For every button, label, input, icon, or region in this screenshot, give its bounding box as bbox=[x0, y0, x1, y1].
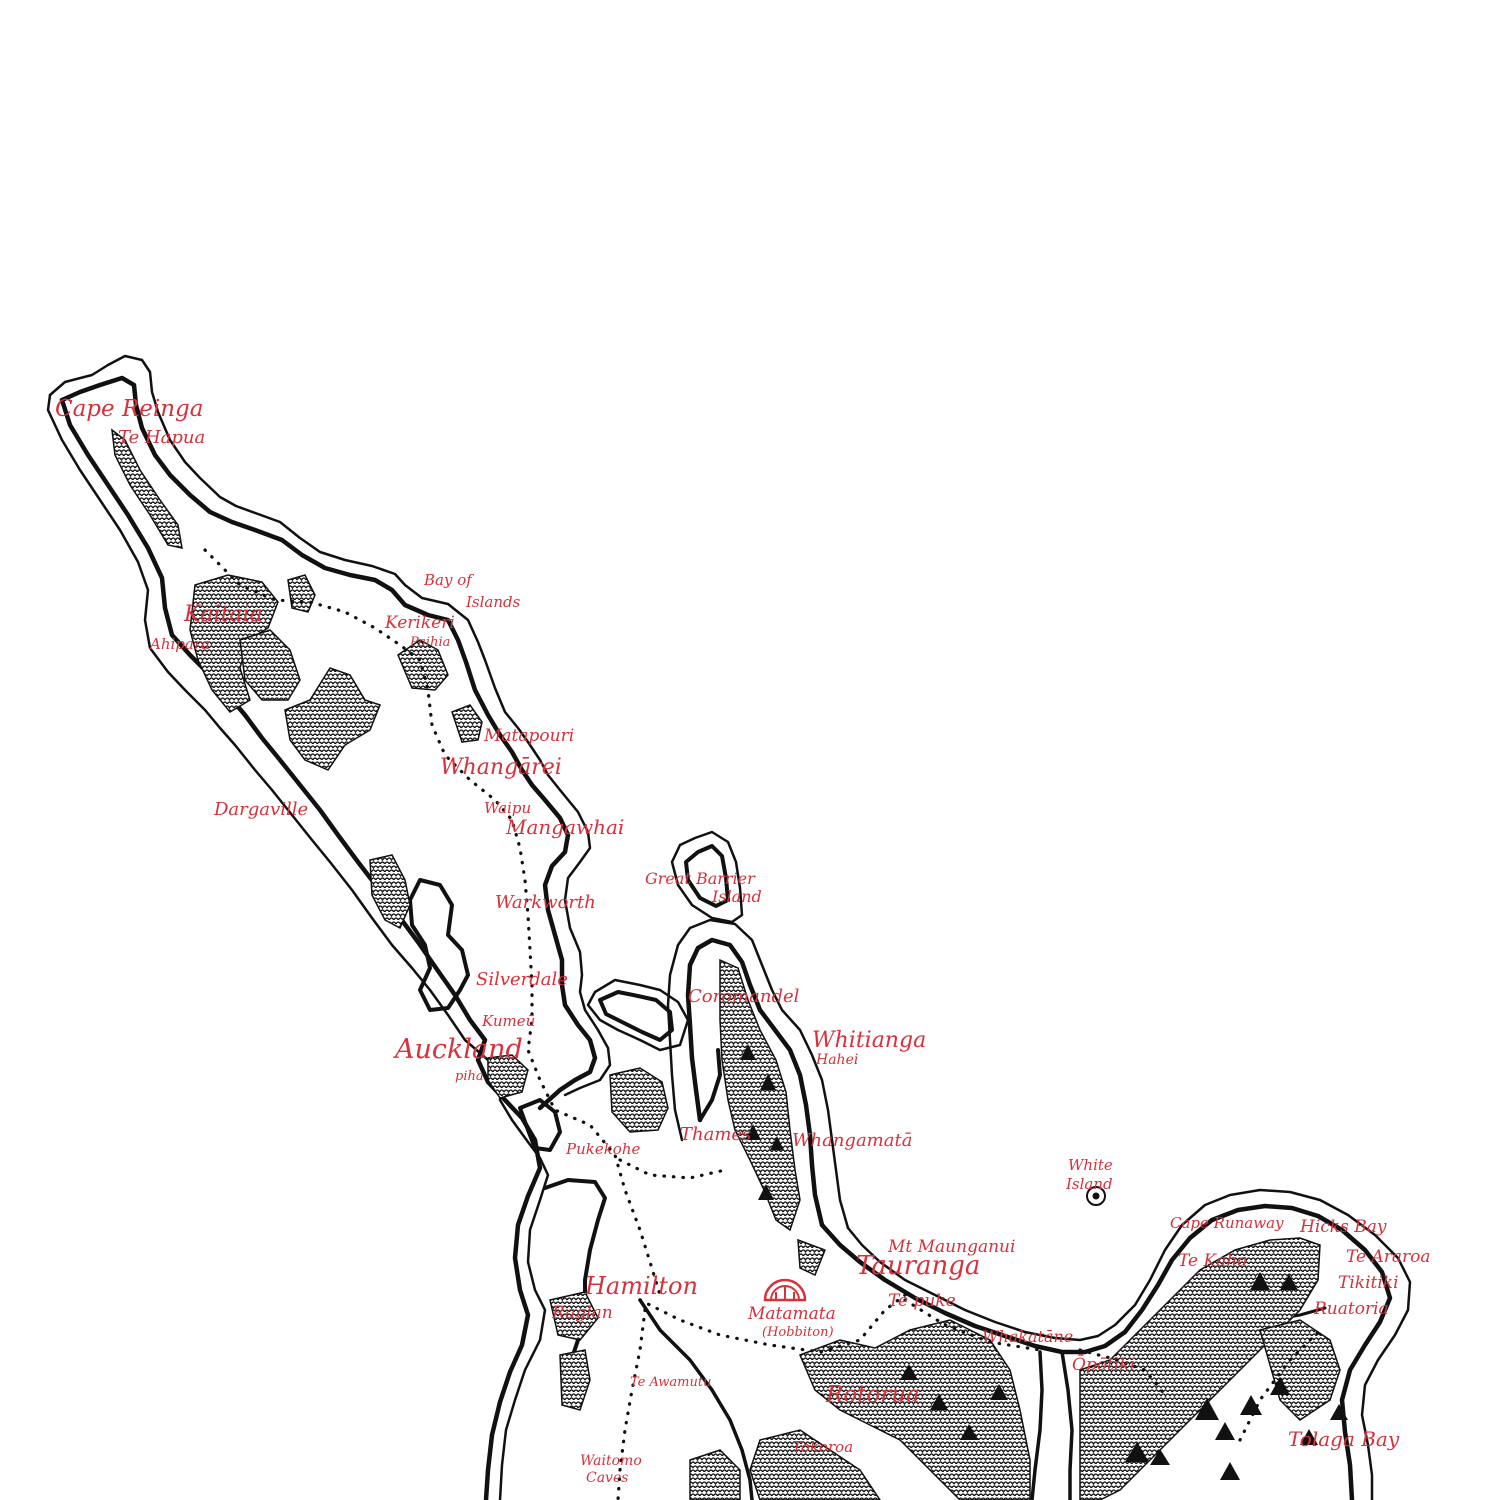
label-tauranga: Tauranga bbox=[856, 1251, 980, 1281]
label-great-barrier: Great Barrier bbox=[645, 869, 756, 888]
label-hobbiton: (Hobbiton) bbox=[762, 1325, 834, 1340]
label-whakatane: Whakatāne bbox=[982, 1327, 1073, 1346]
label-auckland: Auckland bbox=[392, 1034, 523, 1065]
label-tokoroa: Tokoroa bbox=[792, 1438, 853, 1456]
label-ruatoria: Ruatoria bbox=[1313, 1299, 1389, 1319]
label-tikitiki: Tikitiki bbox=[1338, 1273, 1399, 1293]
label-great-barrier-island: Island bbox=[711, 887, 762, 906]
label-rotorua: Rotorua bbox=[825, 1382, 920, 1408]
label-paihia: Paihia bbox=[409, 635, 450, 650]
label-kaitaia: Kaitaia bbox=[183, 602, 263, 627]
label-warkworth: Warkworth bbox=[495, 892, 596, 913]
label-white: White bbox=[1068, 1156, 1113, 1174]
label-te-araroa: Te Araroa bbox=[1346, 1247, 1431, 1267]
label-coromandel: Coromandel bbox=[688, 986, 800, 1007]
label-whitianga: Whitianga bbox=[812, 1028, 926, 1053]
label-caves: Caves bbox=[586, 1470, 628, 1486]
label-mt-maunganui: Mt Maunganui bbox=[887, 1237, 1015, 1257]
label-islands: Islands bbox=[465, 593, 521, 611]
forest-areas bbox=[111, 428, 1341, 1500]
hobbit-hole-icon bbox=[763, 1278, 807, 1302]
label-mangawhai: Mangawhai bbox=[505, 815, 624, 839]
label-te-awamutu: Te Awamutu bbox=[630, 1375, 711, 1390]
coastline-main bbox=[59, 375, 1393, 1500]
label-hicks-bay: Hicks Bay bbox=[1299, 1217, 1387, 1237]
label-silverdale: Silverdale bbox=[476, 969, 568, 990]
label-white-island: Island bbox=[1065, 1175, 1113, 1193]
label-matamata: Matamata bbox=[747, 1304, 836, 1324]
label-cape-runaway: Cape Runaway bbox=[1170, 1214, 1284, 1232]
coastline-outer bbox=[46, 354, 1412, 1500]
label-dargaville: Dargaville bbox=[213, 799, 308, 820]
label-ahipara: Ahipara bbox=[148, 635, 210, 653]
label-raglan: Raglan bbox=[551, 1303, 613, 1323]
label-opotiki: Ōpōtiki bbox=[1072, 1354, 1135, 1375]
label-whangarei: Whangārei bbox=[440, 755, 562, 780]
label-cape-reinga: Cape Reinga bbox=[55, 396, 204, 422]
volcano-target-icon bbox=[1086, 1186, 1106, 1206]
label-tolaga-bay: Tolaga Bay bbox=[1288, 1427, 1400, 1451]
label-bay-of: Bay of bbox=[423, 571, 474, 589]
label-kerikeri: Kerikeri bbox=[384, 613, 455, 633]
label-hahei: Hahei bbox=[815, 1052, 858, 1068]
road-network bbox=[203, 548, 1322, 1500]
label-piha: piha bbox=[455, 1069, 484, 1084]
label-hamilton: Hamilton bbox=[584, 1272, 698, 1300]
label-whangamata: Whangamatā bbox=[792, 1130, 912, 1151]
label-matapouri: Matapouri bbox=[483, 726, 574, 746]
label-thames: Thames bbox=[680, 1124, 751, 1145]
label-te-puke: Te puke bbox=[888, 1291, 956, 1311]
label-te-hapua: Te Hapua bbox=[118, 427, 205, 448]
label-kumeu: Kumeū bbox=[481, 1012, 535, 1030]
place-labels: Cape Reinga Te Hapua Bay of Islands Kait… bbox=[55, 396, 1431, 1486]
label-waitomo: Waitomo bbox=[580, 1453, 642, 1469]
label-te-kaha: Te Kaha bbox=[1178, 1251, 1247, 1271]
label-pukekohe: Pukekohe bbox=[565, 1140, 641, 1158]
mountain-glyphs bbox=[740, 1044, 1348, 1480]
label-waipu: Waipu bbox=[484, 799, 531, 817]
